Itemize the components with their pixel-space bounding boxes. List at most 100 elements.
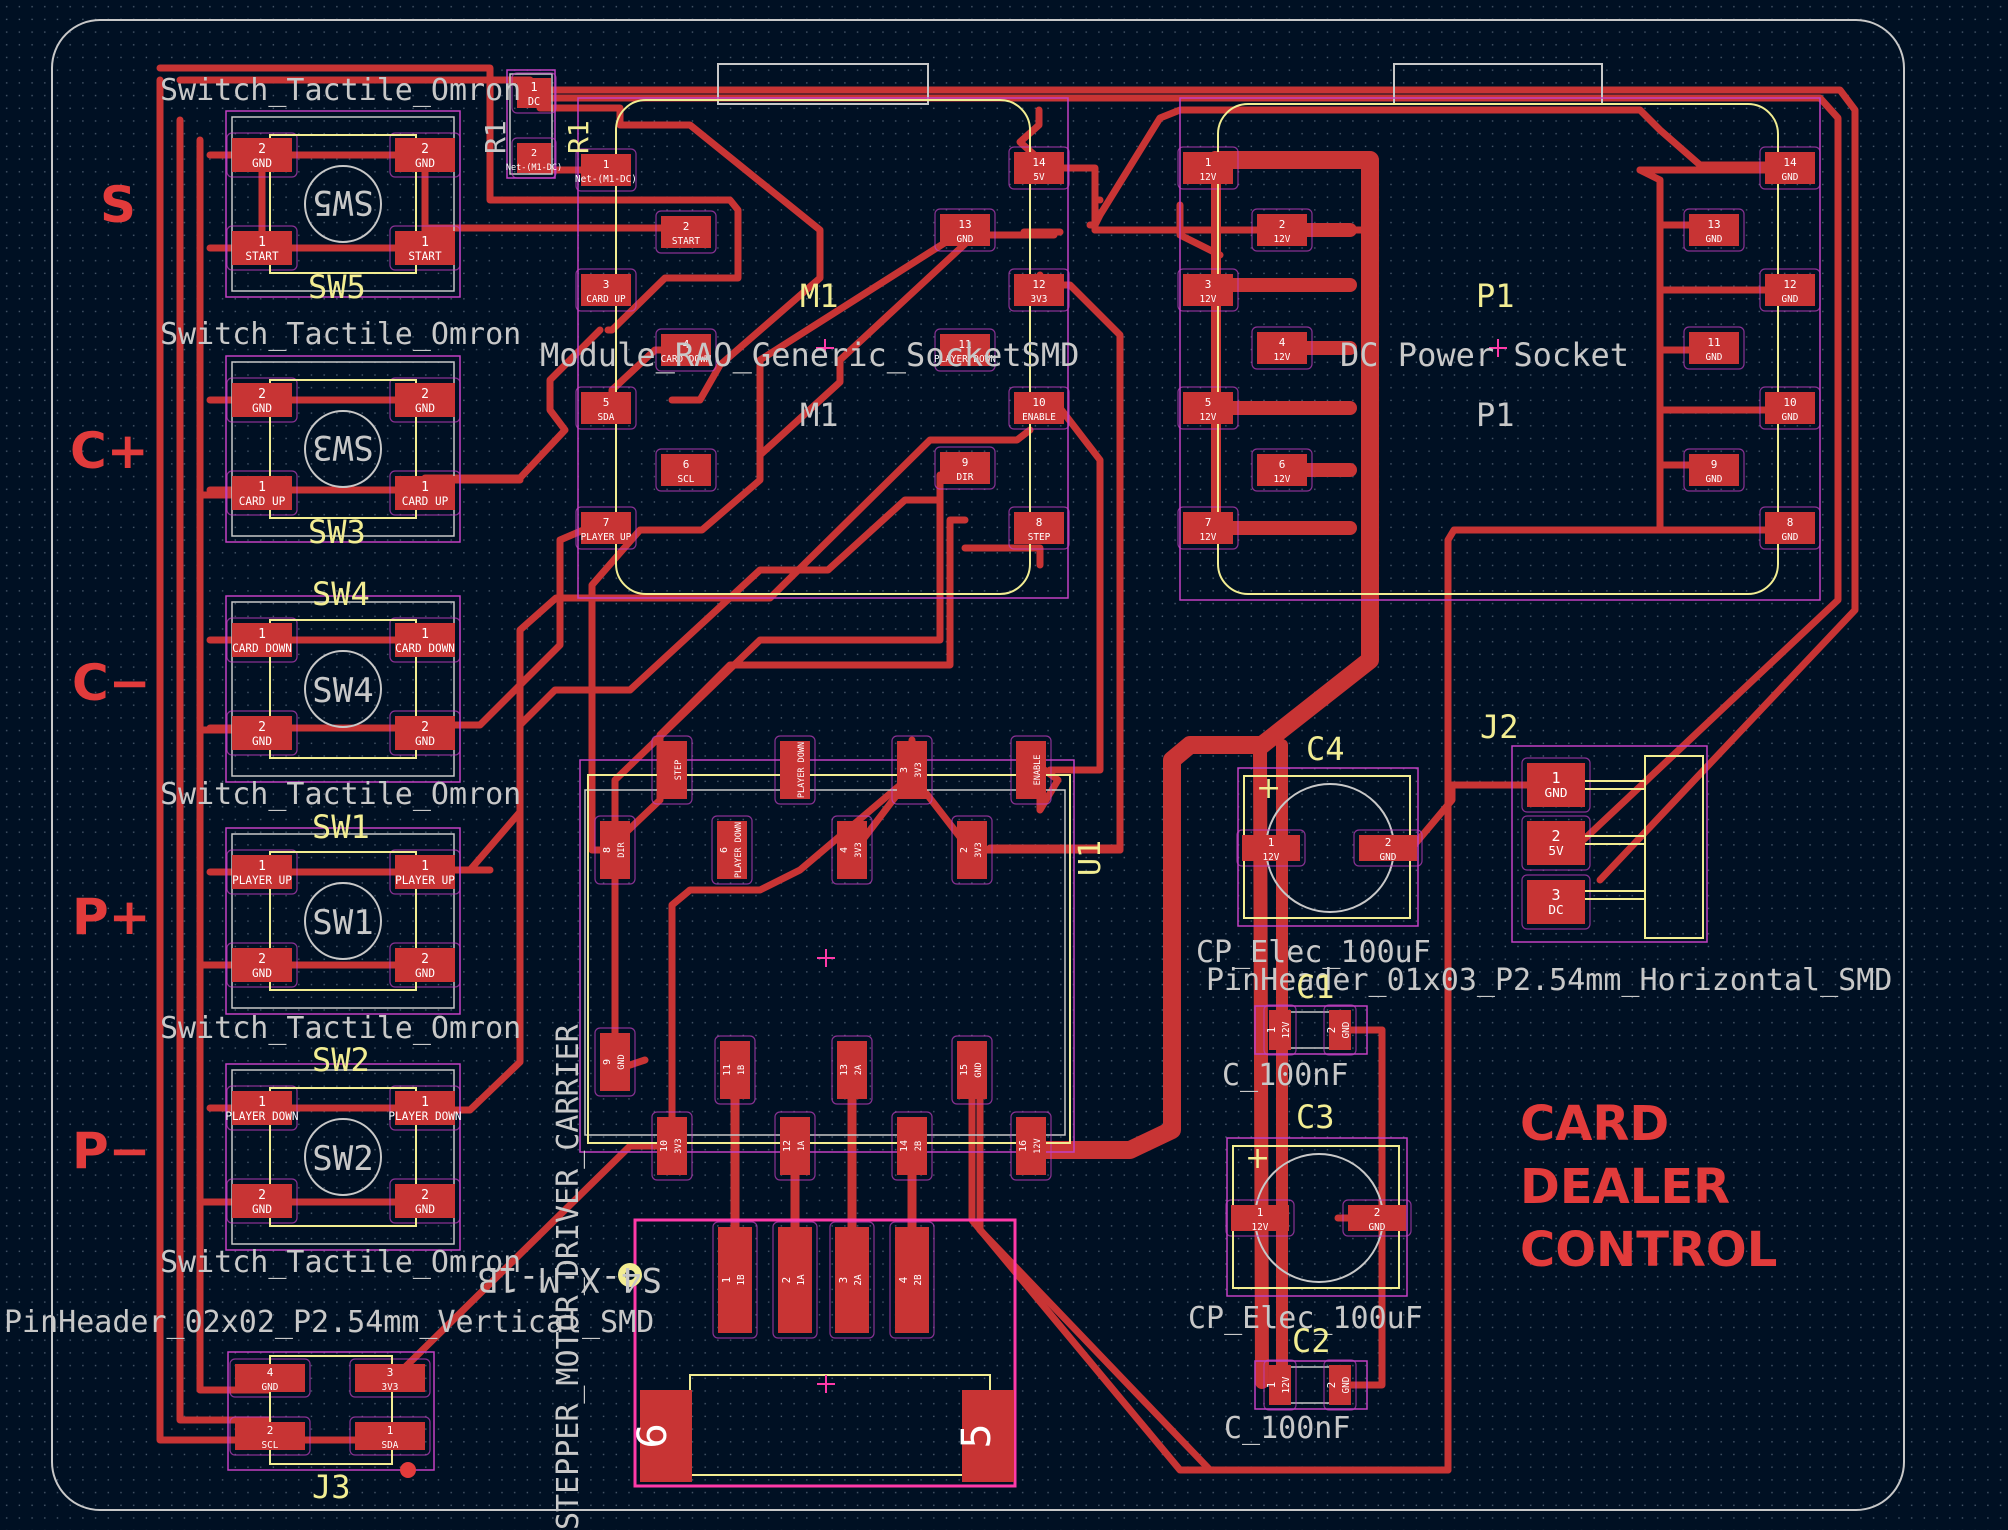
pad-number: 1 [258,859,266,874]
pad-number: 6 [683,458,690,471]
pad-clearance [226,617,298,663]
j3-pad [235,1422,305,1450]
switch-courtyard [225,595,461,783]
pad-clearance [575,268,637,312]
board-title-line-1: CARD [1520,1096,1669,1152]
pad-number: 1 [421,859,429,874]
power-12v-bus [1021,151,1379,1159]
pad-clearance [831,815,873,885]
pad-clearance [226,710,298,756]
pad-number: 7 [1205,516,1212,529]
u1-pad [657,741,687,799]
pad-net-label: GND [1782,532,1799,543]
copper-track [668,771,916,1124]
pad-number: 11 [958,338,971,351]
pad-number: 1 [258,235,266,250]
pad-clearance [829,1221,875,1339]
pad-number: 3 [387,1366,394,1379]
pad-net-label: GND [1706,234,1723,245]
u1-pad [1016,741,1046,799]
pad-number: 4 [1279,336,1286,349]
pad-clearance [1323,1004,1357,1056]
pad-clearance [655,448,717,492]
pad-number: 1 [720,1277,733,1284]
pad-number: 1 [1205,156,1212,169]
pad-clearance [349,1358,431,1398]
pad-clearance [389,470,461,516]
u1-pad [780,1117,810,1175]
pad-number: 9 [602,1059,613,1065]
pad-clearance [772,1221,818,1339]
p1-pad [1689,454,1739,486]
pad-net-label: 2A [854,1065,864,1075]
pad-clearance [1177,506,1239,550]
pad-net-label: GND [957,234,974,245]
cap-pad [1242,835,1300,861]
pad-clearance [1323,1359,1357,1411]
pad-clearance [1236,829,1306,867]
pad-number: 3 [603,278,610,291]
pad-clearance [389,1085,461,1131]
pad-net-label: START [672,236,701,247]
pad-net-label: DIR [957,472,974,483]
pad-number: 1 [387,1424,394,1437]
c3-ref: C3 [1296,1098,1335,1136]
pad-number: 2 [1325,1382,1338,1389]
pad-number: 2 [258,720,266,735]
pad-clearance [1263,1359,1297,1411]
pad-clearance [575,506,637,550]
pad-clearance [389,849,461,895]
pad-net-label: GND [1706,352,1723,363]
courtyard-layer [225,69,1821,1471]
j2-pad [1527,880,1585,924]
pad-net-label: 12V [1274,234,1291,245]
cap-courtyard [1254,1005,1368,1055]
pad-number: 1 [530,80,537,94]
pad-number: 4 [897,1276,910,1283]
switch-fab-ref: SW3 [312,427,373,467]
switch-pad [232,1091,292,1125]
sw1-value: Switch_Tactile_Omron [160,1011,521,1046]
motor-connector-pad [778,1227,812,1333]
pad-net-label: 12V [1033,1138,1043,1153]
switch-pad [232,476,292,510]
pad-number: 13 [1707,218,1720,231]
u1-pad [957,1041,987,1099]
cap-pad [1329,1365,1351,1405]
p1-pad [1689,332,1739,364]
switch-pad [232,138,292,172]
pad-net-label: 12V [1200,532,1217,543]
board-title: CARD DEALER CONTROL [1520,1096,1777,1278]
pad-net-label: PLAYER DOWN [225,1110,298,1123]
pad-net-label: ENABLE [1033,755,1043,786]
switch-fab [231,361,455,537]
motor-connector-pad [718,1227,752,1333]
pad-number: 2 [959,847,970,853]
pad-net-label: START [245,250,279,263]
pad-clearance [1521,757,1591,813]
pad-clearance [1251,208,1313,252]
pad-number: 5 [603,396,610,409]
pad-clearance [1263,1004,1297,1056]
pad-net-label: GND [1706,474,1723,485]
switch-pad [232,716,292,750]
u1-pad [1016,1117,1046,1175]
pad-number: 12 [1032,278,1045,291]
u1-pad [657,1117,687,1175]
pad-net-label: 12V [1200,294,1217,305]
pad-clearance [226,377,298,423]
pad-net-label: PLAYER UP [232,874,292,887]
switch-pad [395,138,455,172]
u1-pad [897,1117,927,1175]
pad-clearance [575,386,637,430]
pad-net-label: GND [262,1382,279,1393]
pad-net-label: 2B [914,1141,924,1151]
pad-clearance [1177,386,1239,430]
m1-pad [581,512,631,544]
pad-net-label: GND [252,967,272,980]
pad-number: 4 [839,847,850,853]
j3-courtyard [227,1351,435,1471]
pad-net-label: 2A [853,1274,864,1286]
p1-pad [1689,214,1739,246]
m1-pad [1014,512,1064,544]
